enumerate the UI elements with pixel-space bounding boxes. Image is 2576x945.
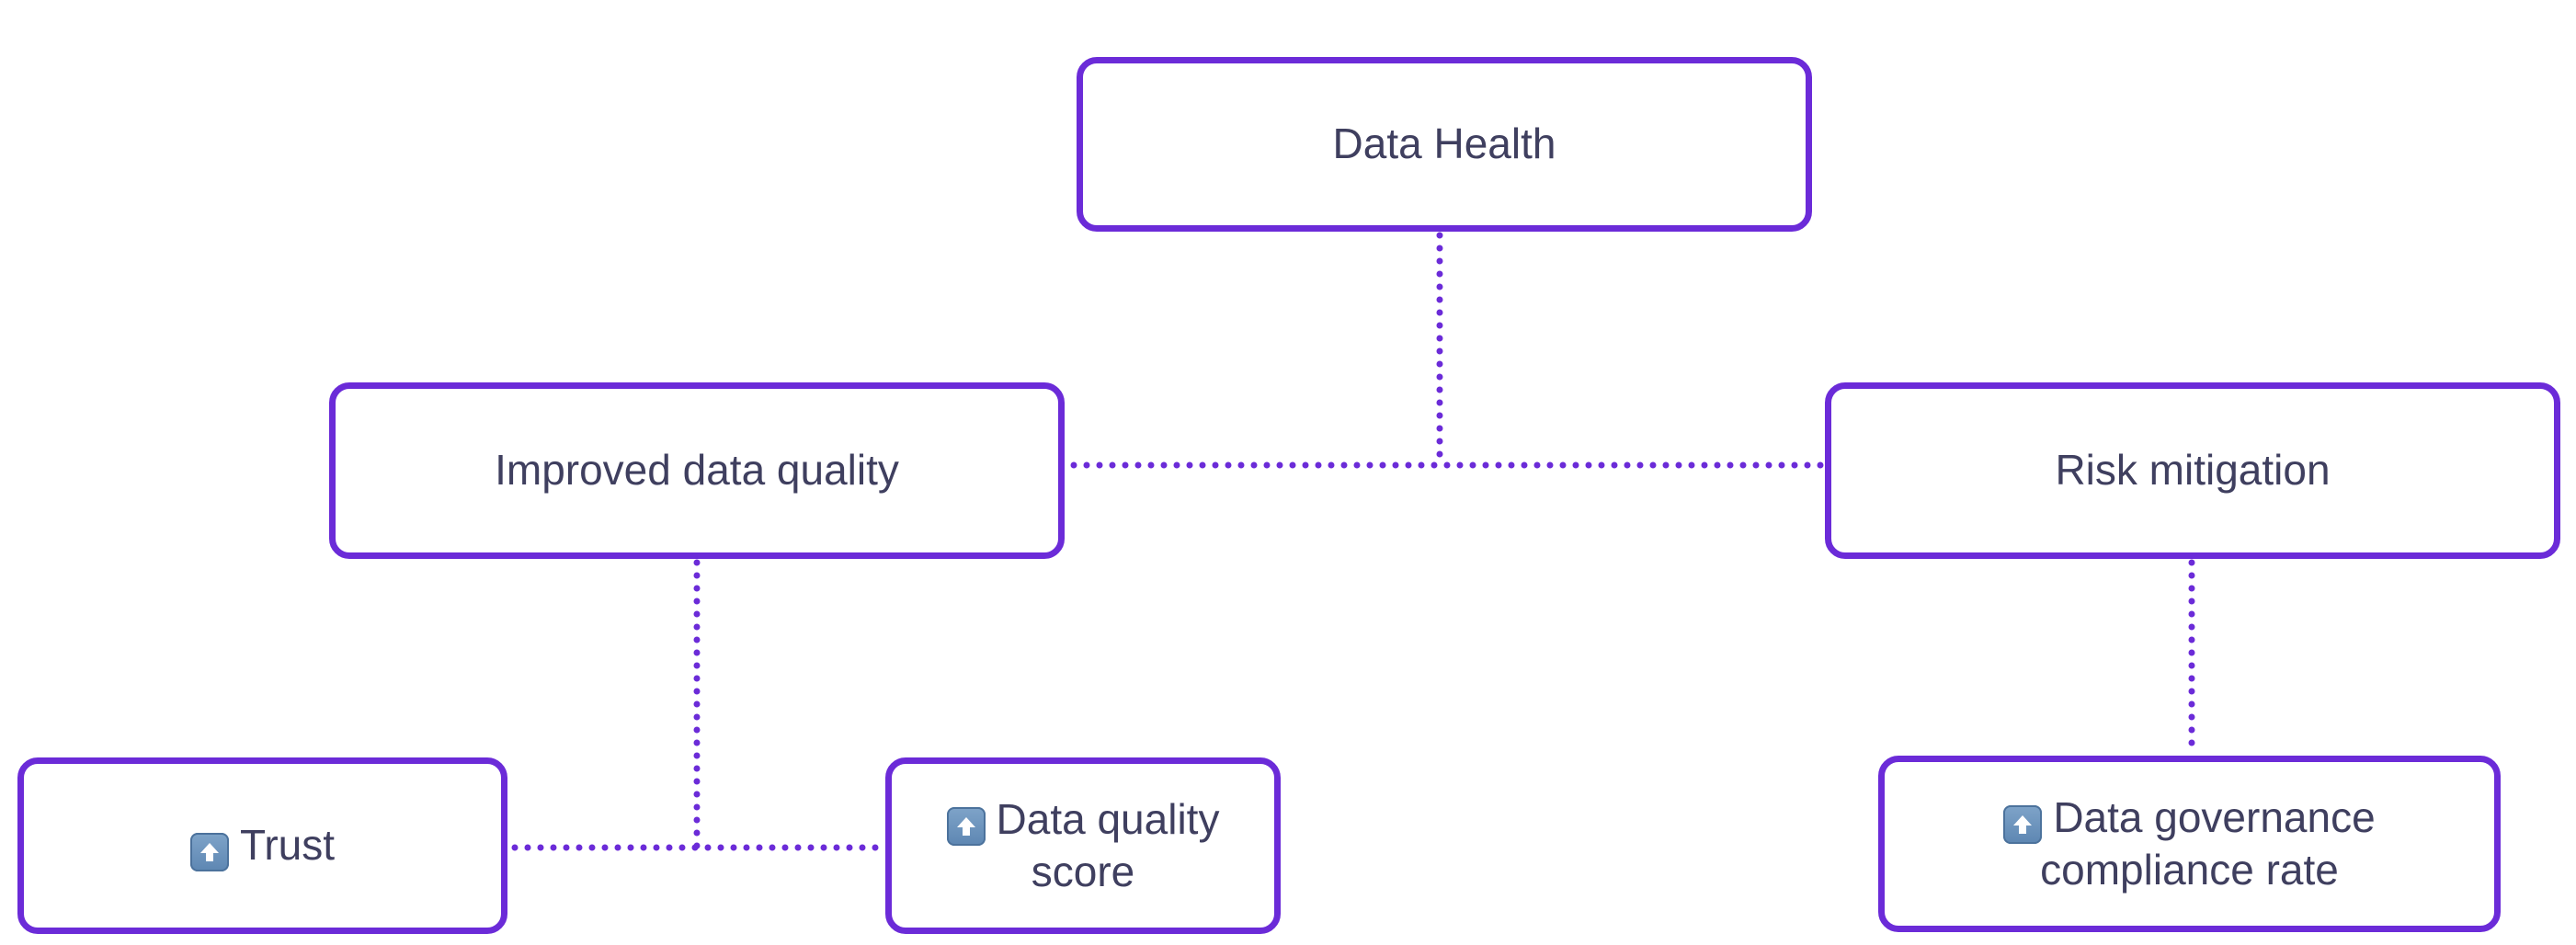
up-arrow-icon <box>189 833 229 872</box>
data-governance-compliance-rate-node: Data governance compliance rate <box>1878 756 2501 932</box>
trust-label-wrap: Trust <box>189 819 336 872</box>
data-health-label: Data Health <box>1332 120 1556 168</box>
data-health-node: Data Health <box>1077 57 1812 232</box>
trust-label: Trust <box>239 821 336 870</box>
data-governance-compliance-rate-label-wrap: Data governance compliance rate <box>1907 791 2472 897</box>
data-quality-score-label: Data quality score <box>996 794 1220 896</box>
up-arrow-icon <box>946 806 986 846</box>
up-arrow-icon <box>2003 804 2043 844</box>
data-governance-compliance-rate-label: Data governance compliance rate <box>2040 792 2376 894</box>
risk-mitigation-node: Risk mitigation <box>1825 382 2560 559</box>
trust-node: Trust <box>17 757 507 934</box>
improved-data-quality-label: Improved data quality <box>495 446 899 495</box>
data-quality-score-label-wrap: Data quality score <box>914 793 1252 899</box>
risk-mitigation-label: Risk mitigation <box>2055 446 2331 495</box>
data-quality-score-node: Data quality score <box>885 757 1281 934</box>
improved-data-quality-node: Improved data quality <box>329 382 1065 559</box>
